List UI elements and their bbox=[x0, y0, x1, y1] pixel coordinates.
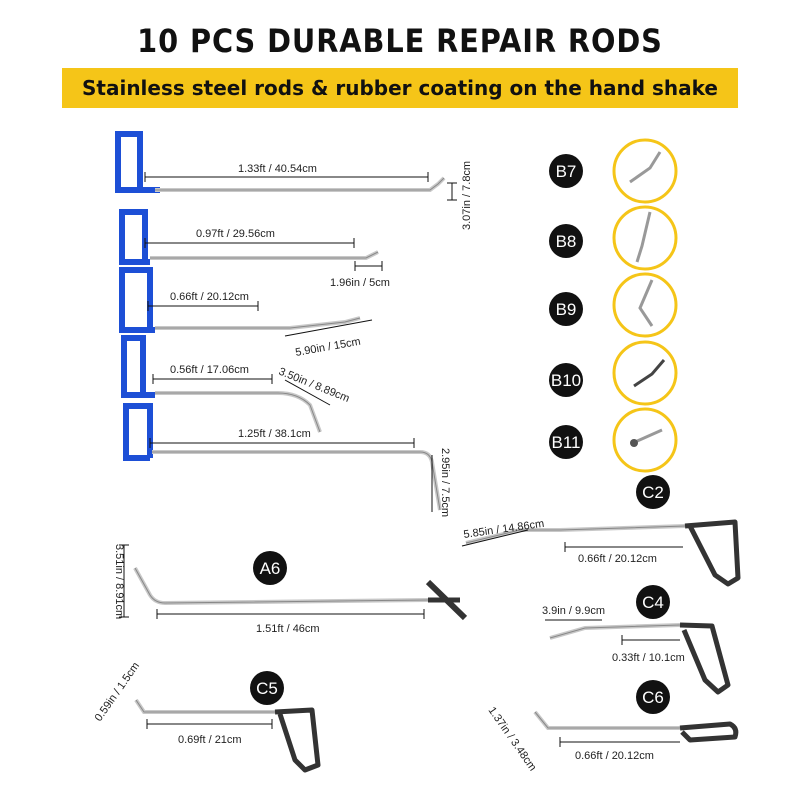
blue-rod-2 bbox=[119, 209, 379, 265]
blue-rod-5 bbox=[123, 403, 442, 511]
rod2-tip-label: 1.96in / 5cm bbox=[330, 277, 390, 289]
badge-c5-label: C5 bbox=[256, 679, 278, 698]
badge-b11-label: B11 bbox=[552, 433, 581, 452]
rod1-tip-label: 3.07in / 7.8cm bbox=[461, 161, 473, 230]
tip-b8: B8 bbox=[549, 205, 678, 271]
rod2-length-label: 0.97ft / 29.56cm bbox=[196, 228, 275, 240]
subtitle-banner: Stainless steel rods & rubber coating on… bbox=[62, 68, 738, 108]
rod-c4: C4 bbox=[545, 585, 731, 695]
badge-b11 bbox=[549, 425, 583, 459]
a6-length-label: 1.51ft / 46cm bbox=[256, 623, 320, 635]
badge-c6-label: C6 bbox=[642, 688, 664, 707]
rod-c2: C2 bbox=[461, 475, 741, 587]
badge-c5 bbox=[250, 671, 284, 705]
badge-c2 bbox=[636, 475, 670, 509]
rod4-tip-label: 3.50in / 8.89cm bbox=[277, 366, 351, 405]
badge-b10-label: B10 bbox=[551, 371, 581, 390]
c6-length-label: 0.66ft / 20.12cm bbox=[575, 750, 654, 762]
blue-rod-4 bbox=[121, 335, 322, 433]
c5-length-label: 0.69ft / 21cm bbox=[178, 734, 242, 746]
badge-b8-label: B8 bbox=[556, 232, 577, 251]
rod4-length-label: 0.56ft / 17.06cm bbox=[170, 364, 249, 376]
badge-b7-label: B7 bbox=[556, 162, 577, 181]
blue-rod-3 bbox=[119, 267, 361, 333]
badge-b10 bbox=[549, 363, 583, 397]
c4-tip-label: 3.9in / 9.9cm bbox=[542, 605, 605, 617]
badge-b8 bbox=[549, 224, 583, 258]
rod3-length-label: 0.66ft / 20.12cm bbox=[170, 291, 249, 303]
rod3-tip-label: 5.90in / 15cm bbox=[294, 336, 361, 359]
dimension-lines bbox=[144, 172, 457, 512]
tip-b9: B9 bbox=[549, 272, 678, 338]
badge-c4-label: C4 bbox=[642, 593, 664, 612]
c4-length-label: 0.33ft / 10.1cm bbox=[612, 652, 685, 664]
badge-b9-label: B9 bbox=[556, 300, 577, 319]
c5-tip-label: 0.59in / 1.5cm bbox=[93, 660, 142, 723]
tip-b7: B7 bbox=[549, 138, 678, 204]
page-title: 10 PCS DURABLE REPAIR RODS bbox=[137, 22, 663, 60]
c2-tip-label: 5.85in / 14.86cm bbox=[463, 518, 545, 541]
badge-c6 bbox=[636, 680, 670, 714]
rod5-length-label: 1.25ft / 38.1cm bbox=[238, 428, 311, 440]
badge-c2-label: C2 bbox=[642, 483, 664, 502]
badge-b7 bbox=[549, 154, 583, 188]
rod-a6: A6 bbox=[119, 544, 468, 621]
badge-a6-label: A6 bbox=[260, 559, 281, 578]
badge-b9 bbox=[549, 292, 583, 326]
subtitle-text: Stainless steel rods & rubber coating on… bbox=[82, 76, 718, 100]
badge-c4 bbox=[636, 585, 670, 619]
rod-c5: C5 bbox=[134, 671, 321, 773]
a6-tip-label: 3.51in / 8.91cm bbox=[113, 544, 125, 619]
blue-rod-1 bbox=[115, 131, 446, 193]
tip-b11: B11 bbox=[549, 407, 678, 473]
rod5-tip-label: 2.95in / 7.5cm bbox=[439, 448, 451, 517]
rod-c6: C6 bbox=[533, 680, 739, 747]
tip-b10: B10 bbox=[549, 340, 678, 406]
rod1-length-label: 1.33ft / 40.54cm bbox=[238, 163, 317, 175]
badge-a6 bbox=[253, 551, 287, 585]
c6-tip-label: 1.37in / 3.48cm bbox=[486, 705, 539, 773]
c2-length-label: 0.66ft / 20.12cm bbox=[578, 553, 657, 565]
